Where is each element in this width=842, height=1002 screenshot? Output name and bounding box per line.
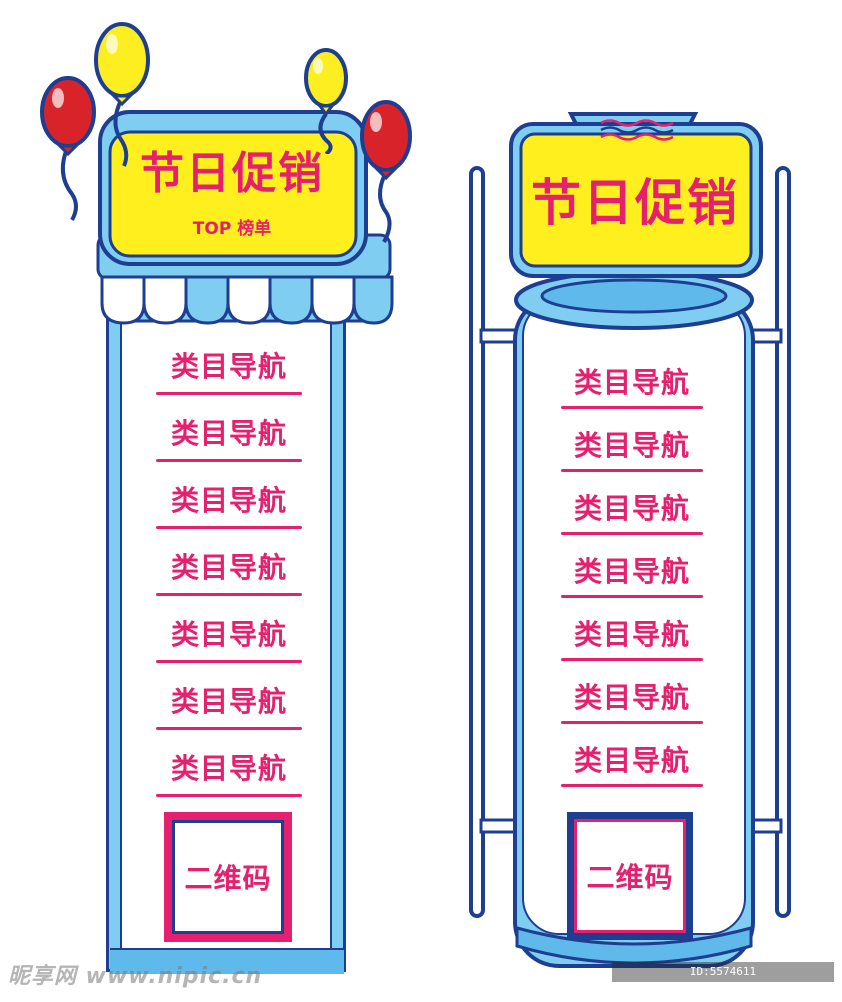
right-panel: 节日促销 类目导航 类目导航 类目导航 类目导航 类目导航 类目导航 类目导航 …	[421, 0, 842, 993]
right-nav-divider	[561, 469, 703, 472]
watermark-left: 昵享网 www.nipic.cn	[8, 964, 263, 989]
left-sign-title: 节日促销	[140, 148, 324, 199]
left-nav-divider	[156, 593, 302, 596]
left-signboard	[98, 110, 368, 266]
left-panel: 节日促销 TOP 榜单 类目导航 类目导航 类目导航 类目导航 类目导航	[0, 0, 421, 993]
left-nav-item[interactable]: 类目导航	[170, 350, 287, 383]
balloon-icon	[40, 76, 96, 221]
right-nav-item[interactable]: 类目导航	[573, 429, 690, 462]
left-nav-divider	[156, 526, 302, 529]
right-nav-divider	[561, 721, 703, 724]
right-nav-item[interactable]: 类目导航	[573, 744, 690, 777]
right-nav-divider	[561, 532, 703, 535]
left-nav-divider	[156, 660, 302, 663]
left-panel-base	[110, 948, 344, 974]
wave-icon	[600, 119, 674, 141]
left-qr-label: 二维码	[184, 862, 272, 895]
right-nav-divider	[561, 658, 703, 661]
right-signboard	[509, 112, 763, 278]
balloon-icon	[304, 48, 348, 154]
balloon-icon	[94, 22, 150, 167]
right-nav-divider	[561, 406, 703, 409]
right-nav-item[interactable]: 类目导航	[573, 618, 690, 651]
left-nav-item[interactable]: 类目导航	[170, 417, 287, 450]
left-nav-divider	[156, 459, 302, 462]
right-nav-divider	[561, 595, 703, 598]
left-nav-item[interactable]: 类目导航	[170, 685, 287, 718]
left-nav-item[interactable]: 类目导航	[170, 618, 287, 651]
left-nav-item[interactable]: 类目导航	[170, 752, 287, 785]
left-nav-item[interactable]: 类目导航	[170, 484, 287, 517]
left-nav-divider	[156, 392, 302, 395]
right-nav-divider	[561, 784, 703, 787]
right-nav-item[interactable]: 类目导航	[573, 681, 690, 714]
watermark-right: ID:5574611 NO:20200116174406945000	[612, 962, 834, 998]
right-qr-code[interactable]: 二维码	[574, 819, 686, 933]
left-nav-divider	[156, 727, 302, 730]
right-qr-label: 二维码	[586, 861, 674, 894]
right-nav-item[interactable]: 类目导航	[573, 555, 690, 588]
balloon-icon	[360, 100, 412, 243]
right-nav-item[interactable]: 类目导航	[573, 366, 690, 399]
left-nav-divider	[156, 794, 302, 797]
left-qr-code[interactable]: 二维码	[172, 820, 284, 934]
left-nav-item[interactable]: 类目导航	[170, 551, 287, 584]
right-sign-title: 节日促销	[531, 174, 739, 232]
right-nav-item[interactable]: 类目导航	[573, 492, 690, 525]
left-sign-subtitle: TOP 榜单	[192, 219, 272, 239]
